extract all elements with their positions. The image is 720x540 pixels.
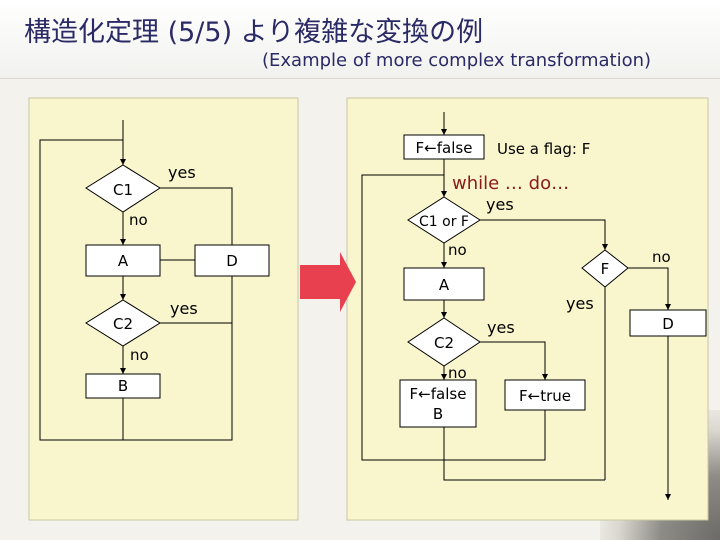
left-panel	[28, 97, 299, 521]
right-true-label: F←true	[519, 387, 571, 405]
title-bar	[0, 0, 720, 79]
right-cond-label: C1 or F	[419, 214, 469, 230]
left-c1-diamond	[85, 164, 161, 213]
right-no-cond-label: no	[448, 241, 467, 259]
right-a-label: A	[439, 276, 450, 294]
right-panel	[346, 97, 709, 521]
left-c2-label: C2	[113, 315, 133, 333]
right-d-label: D	[662, 315, 674, 333]
left-d-label: D	[226, 252, 238, 270]
left-yes2-label: yes	[170, 299, 198, 318]
left-yes1-label: yes	[168, 163, 196, 182]
right-a-box	[403, 267, 485, 301]
right-flowchart	[361, 112, 671, 500]
right-yes-c2-label: yes	[487, 318, 515, 337]
right-yes-top-label: yes	[486, 195, 514, 214]
right-cond-diamond	[407, 196, 481, 244]
left-no2-label: no	[130, 346, 149, 364]
right-b-label: B	[433, 405, 443, 423]
left-c1-label: C1	[113, 181, 133, 199]
left-b-box	[85, 373, 161, 399]
right-flag-note: Use a flag: F	[497, 140, 590, 158]
left-c2-diamond	[85, 299, 161, 347]
right-true-box	[504, 379, 586, 411]
right-d-box	[629, 309, 707, 337]
right-c2-diamond	[407, 317, 481, 367]
left-a-label: A	[118, 252, 129, 270]
left-b-label: B	[118, 377, 128, 395]
right-loop-note: while … do…	[452, 173, 569, 194]
right-yes-f-label: yes	[566, 294, 594, 313]
left-a-box	[85, 244, 161, 277]
right-false-label: F←false	[410, 385, 467, 403]
page-title: 構造化定理 (5/5) より複雑な変換の例	[24, 17, 484, 48]
page-subtitle: (Example of more complex transformation)	[262, 50, 652, 71]
transform-arrow	[300, 252, 356, 312]
right-c2-label: C2	[434, 334, 454, 352]
right-false-b-box	[399, 379, 477, 428]
right-no-c2-label: no	[448, 364, 467, 382]
left-d-box	[194, 244, 270, 277]
left-no1-label: no	[129, 211, 148, 229]
left-flowchart	[39, 120, 233, 441]
right-f-label: F	[601, 260, 610, 278]
right-f-diamond	[581, 249, 629, 288]
right-no-f-label: no	[652, 248, 671, 266]
right-init-flag-label: F←false	[416, 139, 473, 157]
right-init-flag-box	[403, 134, 485, 160]
